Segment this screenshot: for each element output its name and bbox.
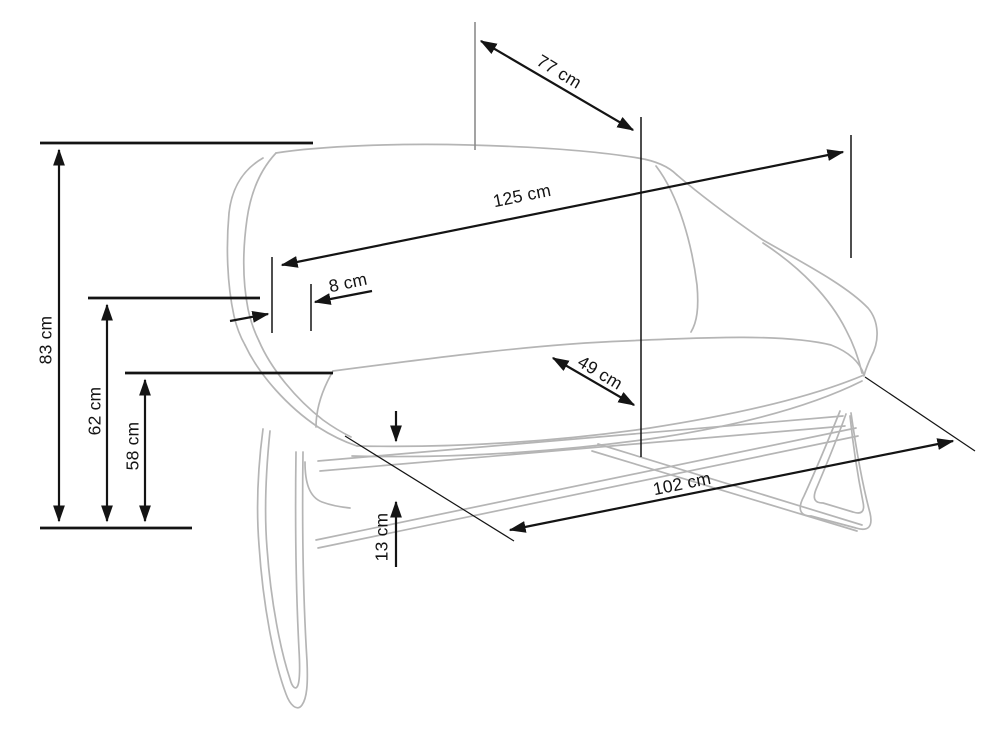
left-leg-outer: [256, 428, 309, 709]
dimension-lines: [40, 22, 976, 567]
left-leg-inner: [264, 430, 301, 689]
dim-arrow-77: [479, 40, 635, 131]
stretcher-front-1: [597, 443, 863, 526]
dim-arrow-125: [280, 149, 845, 268]
dim-arrow-8-right: [313, 289, 373, 305]
back-top-edge: [275, 143, 678, 176]
seat-left-edge: [315, 370, 334, 428]
seat-back-edge: [332, 336, 865, 376]
seat-front-edge: [356, 374, 865, 448]
dim-arrow-102: [508, 438, 955, 533]
seat-cushion-bottom-edge: [351, 380, 863, 458]
dim-label-arm-height: 62 cm: [84, 386, 105, 436]
left-arm-front-curve-inner: [258, 340, 352, 438]
dim-label-seat-height: 58 cm: [122, 421, 143, 471]
sofa-outline: [226, 143, 878, 709]
back-center-seam: [655, 165, 699, 333]
dim-arrow-8-left: [229, 310, 270, 323]
left-arm-outer-edge: [226, 157, 264, 346]
back-left-inner-edge: [242, 152, 277, 342]
ext-line-102-right: [864, 376, 976, 452]
stretcher-rear-2: [317, 435, 859, 549]
frame-left-corner: [304, 461, 351, 509]
dim-arrow-49: [551, 357, 636, 406]
ext-line-102-left: [344, 435, 515, 542]
dim-label-overall-height: 83 cm: [35, 315, 56, 365]
left-arm-front-curve: [244, 344, 358, 447]
right-arm-outer: [676, 174, 878, 377]
dim-label-base-clearance: 13 cm: [371, 512, 392, 562]
frame-rail-bottom: [319, 425, 846, 472]
